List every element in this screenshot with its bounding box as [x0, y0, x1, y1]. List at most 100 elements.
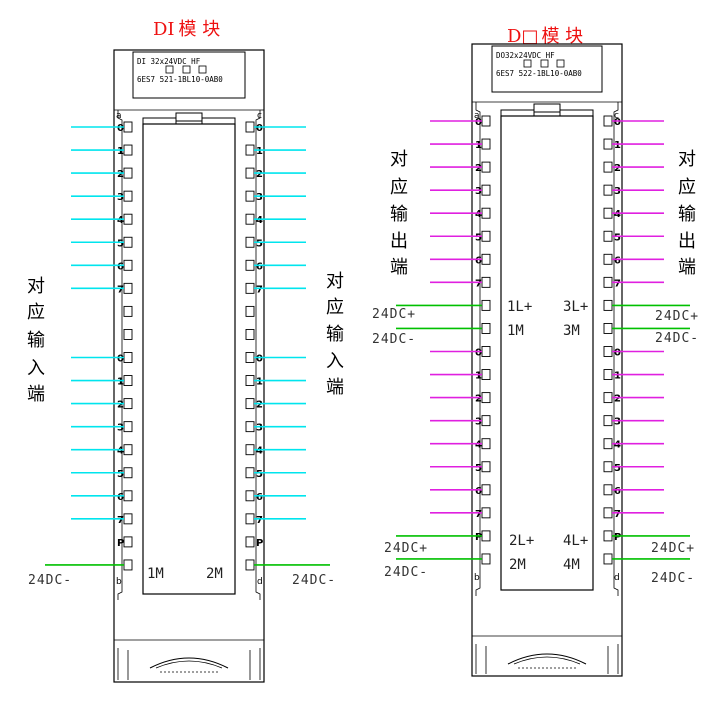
di-terminal-left	[123, 259, 133, 271]
di-label-left: 对 应 输 入 端	[27, 276, 45, 405]
dq-terminal-left	[481, 299, 491, 311]
dq-label-left-char: 端	[390, 257, 408, 278]
di-terminal-left	[123, 167, 133, 179]
dq-channel-label: 1	[475, 140, 482, 151]
dq-terminal-left	[481, 115, 491, 127]
dq-terminal-right	[603, 346, 613, 357]
dq-terminal-left	[481, 161, 491, 173]
dq-terminal-right	[603, 323, 613, 334]
di-terminal-right	[245, 167, 255, 179]
dq-terminal-left	[481, 553, 491, 565]
dq-terminal-right	[603, 438, 613, 450]
dq-channel-label: 4	[614, 209, 621, 220]
di-supply-left: 24DC-	[28, 573, 72, 588]
dq-front-cover	[500, 115, 594, 591]
di-header-line1: DI 32x24VDC HF	[137, 57, 201, 66]
dq-channel-label: 0	[614, 348, 621, 359]
dq-terminal-left	[481, 415, 491, 427]
di-terminal-right	[245, 236, 255, 248]
di-channel-label: 2	[117, 400, 124, 411]
di-terminal-left	[123, 121, 133, 133]
dq-channel-label: 7	[614, 509, 621, 520]
di-terminal-right	[245, 305, 255, 317]
dq-supply-3m: 3M	[563, 323, 580, 339]
dq-channel-label: 2	[614, 163, 621, 174]
dq-channel-label: 0	[475, 348, 482, 359]
dq-terminal-left	[481, 530, 491, 542]
di-terminal-left	[123, 236, 133, 248]
di-channel-label: 7	[117, 515, 124, 526]
dq-channel-label: P	[614, 532, 621, 543]
dq-channel-label: 0	[614, 117, 621, 128]
di-terminal-left	[123, 305, 133, 317]
di-label-right-char: 入	[326, 351, 344, 372]
di-channel-label: 7	[117, 284, 124, 295]
dq-24dc-plus-left-top: 24DC+	[372, 307, 416, 322]
dq-terminal-left	[481, 184, 491, 196]
di-terminal-right	[245, 536, 255, 548]
dq-terminal-right	[603, 392, 613, 404]
dq-terminal-right	[603, 276, 613, 288]
di-front-cover	[142, 123, 236, 595]
dq-supply-3l: 3L+	[563, 299, 588, 315]
di-common-2m: 2M	[206, 566, 223, 582]
di-terminal-left	[123, 329, 133, 340]
dq-label-right-char: 对	[678, 149, 696, 170]
di-channel-label: 0	[117, 354, 124, 365]
dq-label-left-char: 对	[390, 149, 408, 170]
dq-channel-label: 5	[614, 232, 621, 243]
di-channel-label: 4	[256, 446, 263, 457]
dq-supply-2l: 2L+	[509, 533, 534, 549]
di-supply-right: 24DC-	[292, 573, 336, 588]
dq-label-right-char: 输	[678, 204, 696, 225]
di-header-line2: 6ES7 521-1BL10-0AB0	[137, 75, 223, 84]
dq-channel-label: 6	[614, 255, 621, 266]
dq-terminal-right	[603, 184, 613, 196]
di-terminal-right	[245, 190, 255, 202]
di-channel-label: 6	[256, 492, 263, 503]
di-channel-label: 5	[117, 469, 124, 480]
di-channel-label: 0	[117, 123, 124, 134]
di-terminal-right	[245, 329, 255, 340]
dq-terminal-left	[481, 461, 491, 473]
di-label-plate	[132, 51, 246, 99]
di-channel-label: 7	[256, 515, 263, 526]
di-terminal-left	[123, 490, 133, 502]
di-right-bottom-letter: d	[257, 577, 263, 587]
dq-terminal-left	[481, 392, 491, 404]
dq-label-right-char: 出	[678, 231, 696, 252]
dq-label-left-char: 输	[390, 204, 408, 225]
dq-channel-label: 1	[475, 371, 482, 382]
dq-terminal-right	[603, 207, 613, 219]
di-terminal-left	[123, 421, 133, 433]
dq-terminal-left	[481, 276, 491, 288]
dq-supply-1m: 1M	[507, 323, 524, 339]
dq-channel-label: 7	[614, 278, 621, 289]
di-channel-label: 2	[117, 169, 124, 180]
dq-module-title: D□模 块	[507, 26, 583, 47]
di-terminal-left	[123, 282, 133, 294]
dq-label-right-char: 端	[678, 257, 696, 278]
di-terminal-right	[245, 375, 255, 386]
dq-terminal-right	[603, 553, 613, 565]
di-terminal-right	[245, 213, 255, 225]
di-channel-label: 4	[256, 215, 263, 226]
dq-label-left-char: 出	[390, 231, 408, 252]
di-channel-label: 3	[256, 192, 263, 203]
dq-right-top-letter: c	[614, 111, 619, 121]
di-terminal-left	[123, 467, 133, 479]
di-terminal-right	[245, 398, 255, 410]
dq-terminal-left	[481, 138, 491, 150]
di-channel-label: 1	[256, 146, 263, 157]
di-channel-label: 6	[117, 492, 124, 503]
dq-terminal-right	[603, 484, 613, 496]
di-terminal-left	[123, 398, 133, 410]
di-terminal-right	[245, 121, 255, 133]
dq-label-plate	[491, 45, 603, 93]
dq-terminal-right	[603, 230, 613, 242]
di-terminal-right	[245, 259, 255, 271]
di-right-top-letter: c	[257, 111, 262, 121]
